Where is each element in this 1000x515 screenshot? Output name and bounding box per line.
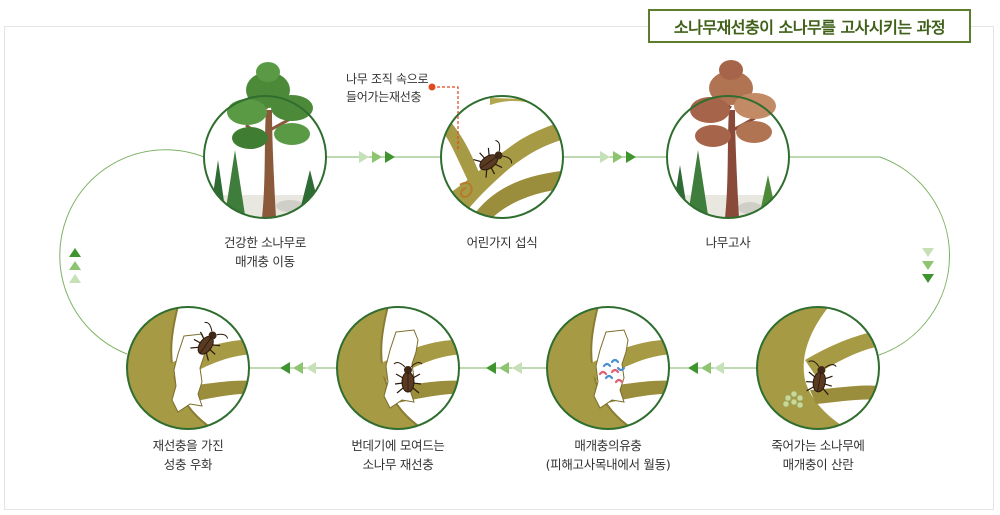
diagram-frame: [4, 26, 994, 510]
callout-label: 나무 조직 속으로 들어가는재선충: [346, 70, 429, 106]
stage-6-label: 번데기에 모여드는 소나무 재선충: [308, 436, 488, 474]
stage-1-line-2: 매개충 이동: [235, 254, 295, 269]
stage-2-feeding-illustration: [440, 95, 564, 219]
arrow-group-5-6: [486, 362, 522, 374]
stage-6-line-2: 소나무 재선충: [362, 457, 434, 472]
stage-1-label: 건강한 소나무로 매개충 이동: [175, 233, 355, 271]
arrow-group-3-4: [922, 248, 934, 283]
stage-1-healthy-pine-illustration: [203, 62, 327, 219]
callout-line-1: 나무 조직 속으로: [346, 72, 429, 86]
stage-5-label: 매개충의유충 (피해고사목내에서 월동): [518, 436, 698, 474]
diagram-title: 소나무재선충이 소나무를 고사시키는 과정: [648, 9, 971, 43]
stage-6-pupa-illustration: [336, 306, 460, 430]
stage-3-line-1: 나무고사: [705, 235, 751, 250]
stage-1-line-1: 건강한 소나무로: [223, 235, 307, 250]
stage-2-label: 어린가지 섭식: [412, 233, 592, 252]
stage-7-line-2: 성충 우화: [163, 457, 213, 472]
arrow-group-6-7: [280, 362, 316, 374]
stage-7-label: 재선충을 가진 성충 우화: [98, 436, 278, 474]
stage-3-dead-pine-illustration: [666, 60, 790, 219]
stage-5-line-2: (피해고사목내에서 월동): [545, 457, 671, 472]
stage-2-line-1: 어린가지 섭식: [466, 235, 538, 250]
flow-line-right-loop: [789, 156, 950, 356]
stage-5-larvae-illustration: [546, 306, 670, 430]
stage-7-adult-emerging-illustration: [126, 306, 250, 430]
stage-7-line-1: 재선충을 가진: [152, 438, 224, 453]
flow-line-left-loop: [59, 149, 205, 355]
stage-4-label: 죽어가는 소나무에 매개충이 산란: [728, 436, 908, 474]
stage-3-label: 나무고사: [638, 233, 818, 252]
arrow-group-7-1: [69, 248, 81, 283]
stage-4-egg-laying-illustration: [756, 306, 880, 430]
stage-4-line-1: 죽어가는 소나무에: [771, 438, 865, 453]
stage-4-line-2: 매개충이 산란: [782, 457, 854, 472]
arrow-group-4-5: [688, 362, 724, 374]
stage-5-line-1: 매개충의유충: [574, 438, 642, 453]
stage-6-line-1: 번데기에 모여드는: [351, 438, 445, 453]
callout-line-2: 들어가는재선충: [346, 90, 422, 104]
arrow-group-1-2: [359, 151, 395, 163]
arrow-group-2-3: [600, 151, 636, 163]
callout-pointer: [428, 83, 459, 150]
